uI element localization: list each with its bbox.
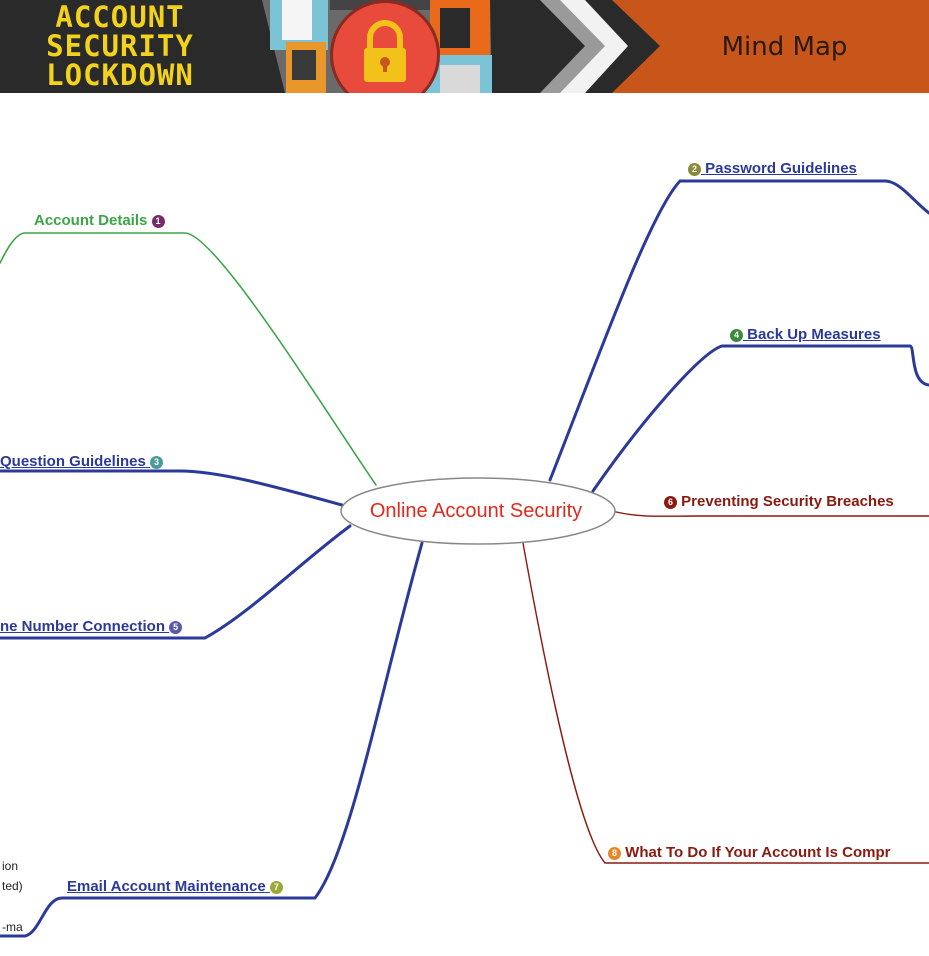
priority-marker-icon: 3 [150, 455, 164, 469]
branch-label: Account Details [34, 212, 148, 229]
priority-marker-icon: 7 [269, 880, 283, 894]
connector-email-account-maintenance [0, 541, 424, 938]
padlock-icon [330, 0, 440, 93]
section-title: Mind Map [721, 32, 848, 62]
branch-label: ne Number Connection [0, 618, 166, 635]
central-node-shape [340, 477, 616, 545]
branch-label: What To Do If Your Account Is Compr [625, 844, 891, 861]
branch-what-to-do[interactable]: 8 What To Do If Your Account Is Compr [608, 844, 890, 862]
brand-line-3: LOCKDOWN [46, 58, 194, 92]
priority-marker-icon: 1 [151, 214, 165, 228]
banner-artwork [0, 0, 929, 93]
connector-what-to-do [522, 542, 929, 864]
branch-phone-number-connection[interactable]: ne Number Connection 5 [0, 618, 183, 636]
branch-label: Password Guidelines [705, 160, 857, 177]
branch-password-guidelines[interactable]: 2 Password Guidelines [688, 160, 857, 178]
connector-password-guidelines [548, 179, 929, 482]
device-collage [262, 0, 492, 93]
chevron-right-icon [540, 0, 660, 93]
branch-question-guidelines[interactable]: Question Guidelines 3 [0, 453, 164, 471]
branch-label: Back Up Measures [747, 326, 881, 343]
branch-back-up-measures[interactable]: 4 Back Up Measures [730, 326, 881, 344]
brand-line-1: ACCOUNT [55, 0, 185, 34]
branch-label: Question Guidelines [0, 453, 146, 470]
subtopic-fragment: ted) [2, 879, 23, 893]
connector-account-details [0, 232, 377, 486]
subtopic-fragment: ion [2, 859, 19, 873]
priority-marker-icon: 6 [664, 495, 677, 509]
branch-account-details[interactable]: Account Details 1 [34, 212, 165, 230]
branch-label: Email Account Maintenance [67, 878, 266, 895]
mindmap-canvas [0, 179, 929, 938]
subtopic-fragment: -ma [2, 920, 23, 934]
central-topic[interactable]: Online Account Security [369, 500, 583, 522]
brand-line-2: SECURITY [46, 29, 194, 63]
priority-marker-icon: 8 [608, 846, 621, 860]
header-banner: ACCOUNT SECURITY LOCKDOWN Mind Map [0, 0, 929, 93]
priority-marker-icon: 5 [169, 620, 183, 634]
branch-preventing-security-breaches[interactable]: 6 Preventing Security Breaches [664, 493, 894, 511]
connector-phone-number-connection [0, 524, 352, 640]
branch-label: Preventing Security Breaches [681, 493, 894, 510]
branch-email-account-maintenance[interactable]: Email Account Maintenance 7 [67, 878, 283, 896]
priority-marker-icon: 4 [730, 328, 743, 342]
connector-question-guidelines [0, 469, 344, 507]
brand-title: ACCOUNT SECURITY LOCKDOWN [20, 3, 220, 90]
connector-back-up-measures [591, 344, 929, 493]
connector-preventing-security-breaches [611, 510, 929, 517]
priority-marker-icon: 2 [688, 162, 701, 176]
